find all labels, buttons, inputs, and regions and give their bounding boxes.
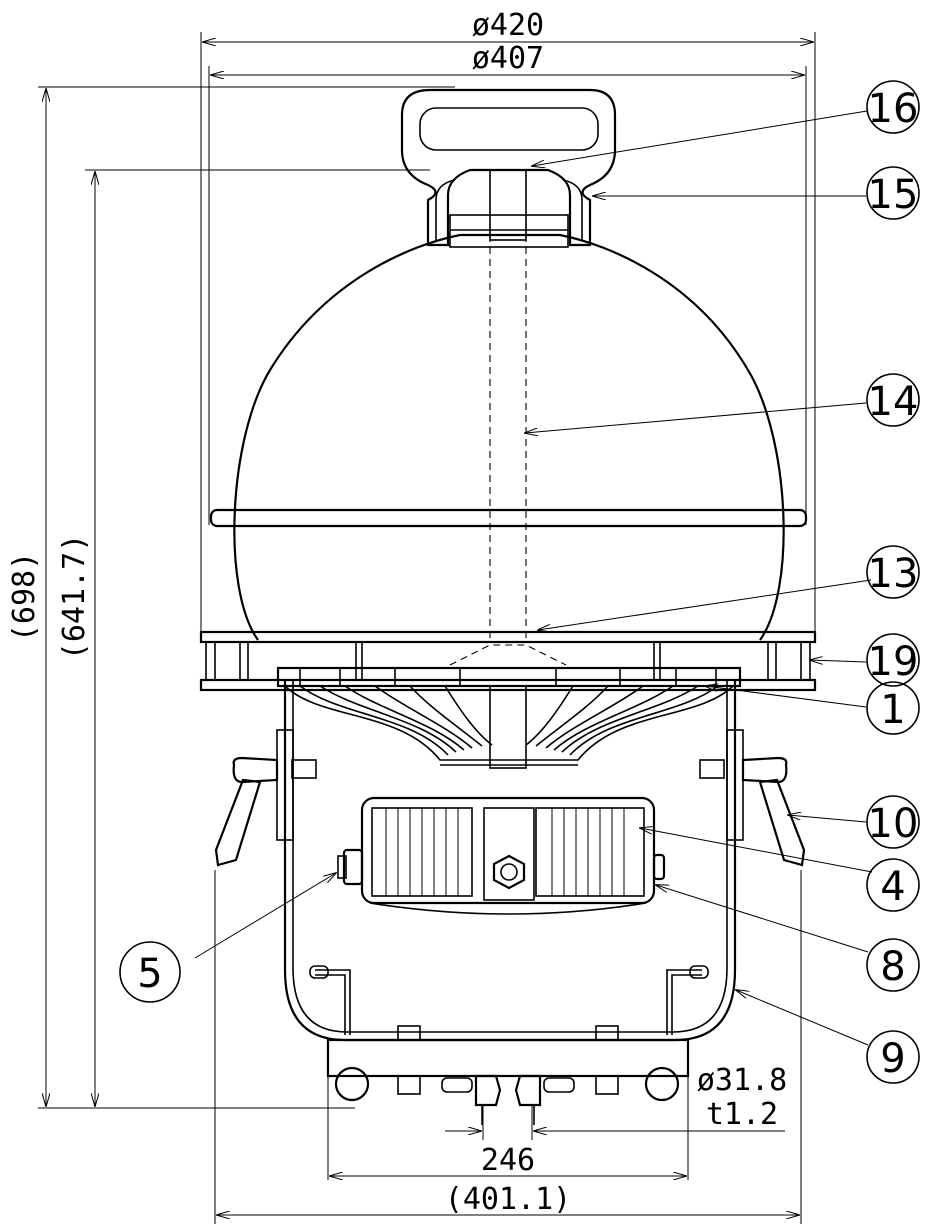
guard-ring	[199, 630, 817, 692]
callout-16-label: 16	[868, 86, 919, 132]
callout-5-label: 5	[137, 951, 162, 997]
globe	[209, 175, 808, 666]
driver-box	[337, 796, 666, 915]
dim-text-bottom-inner: 246	[481, 1143, 535, 1178]
callout-14-label: 14	[868, 379, 919, 425]
dim-text-left-inner: (641.7)	[57, 534, 92, 660]
dim-text-top-inner: ø407	[472, 41, 544, 76]
callout-16: 16	[866, 80, 920, 134]
heat-sink	[276, 666, 742, 769]
bracket	[214, 680, 806, 1042]
callout-19-label: 19	[868, 639, 919, 685]
callout-13: 13	[866, 545, 920, 599]
callout-8: 8	[866, 938, 920, 992]
callout-4-label: 4	[880, 864, 905, 910]
dim-text-bottom-outer: (401.1)	[445, 1182, 571, 1217]
callout-10-label: 10	[868, 801, 919, 847]
base-clamp	[326, 1025, 690, 1125]
dim-text-pipe-thk: t1.2	[706, 1097, 778, 1132]
dim-text-pipe-dia: ø31.8	[697, 1063, 787, 1098]
callout-19: 19	[866, 633, 920, 687]
callout-9: 9	[866, 1030, 920, 1084]
callout-4: 4	[866, 858, 920, 912]
callout-1-label: 1	[880, 687, 905, 733]
dim-text-top-outer: ø420	[472, 8, 544, 43]
callout-10: 10	[866, 795, 920, 849]
callout-15: 15	[866, 166, 920, 220]
callout-9-label: 9	[880, 1036, 905, 1082]
handle	[400, 88, 617, 248]
dim-text-left-outer: (698)	[7, 552, 42, 642]
callout-8-label: 8	[880, 944, 905, 990]
callout-5: 5	[119, 941, 181, 1003]
callout-1: 1	[866, 681, 920, 735]
callout-13-label: 13	[868, 551, 919, 597]
callout-14: 14	[866, 373, 920, 427]
callout-15-label: 15	[868, 172, 919, 218]
leader-lines	[194, 110, 873, 1046]
dimension-lines	[38, 32, 816, 1224]
